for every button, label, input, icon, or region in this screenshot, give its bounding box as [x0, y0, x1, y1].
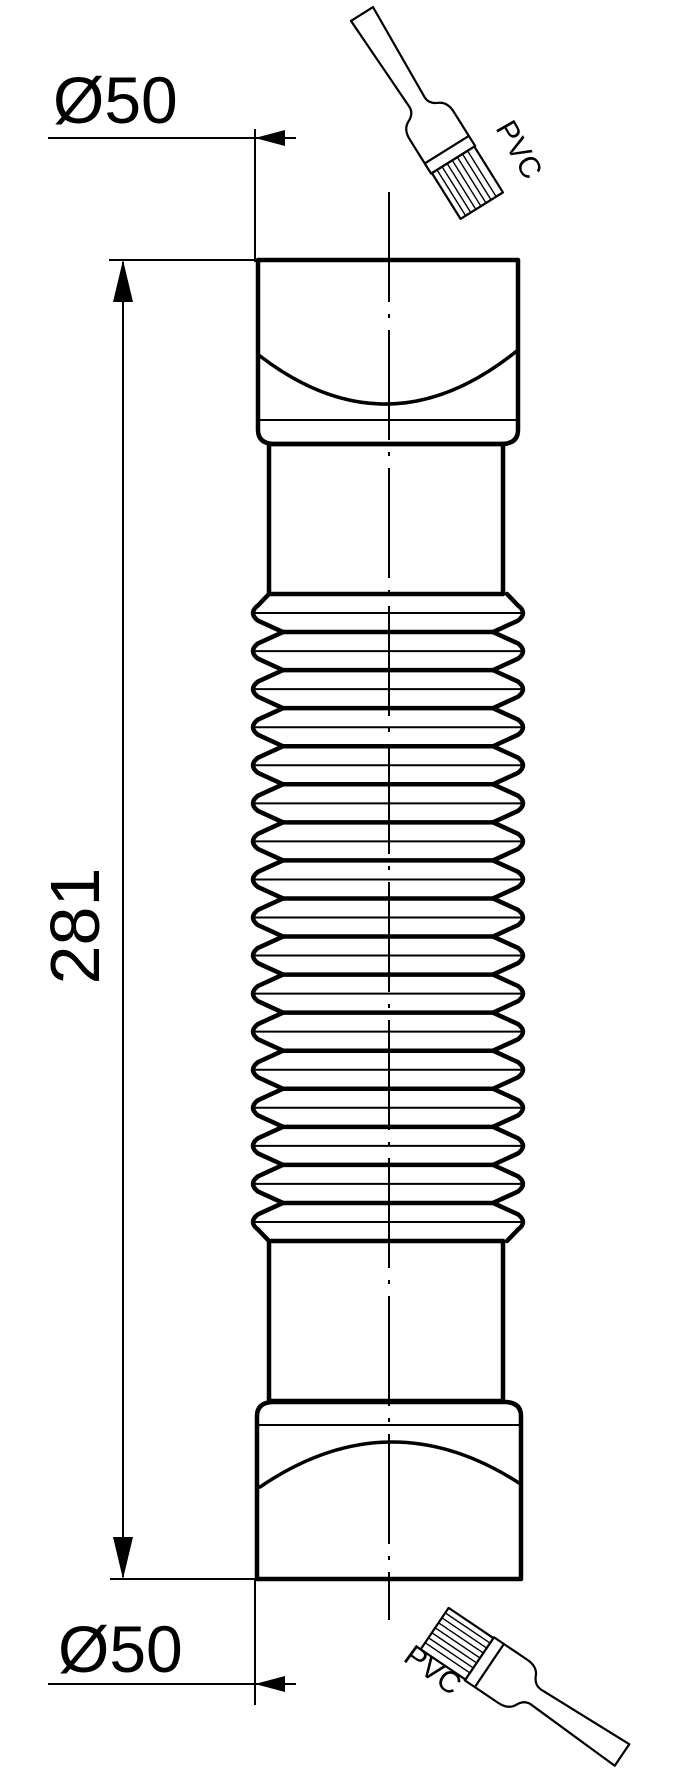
arrowhead-icon [113, 260, 133, 302]
socket-curve [258, 348, 520, 406]
bottom-glue-brush: PVC [398, 1605, 638, 1772]
socket-curve [258, 1440, 521, 1489]
corrugated-section [250, 591, 526, 1244]
top-glue-brush: PVC [338, 0, 548, 221]
arrowhead-icon [255, 1676, 285, 1692]
bottom-diameter-label: Ø50 [58, 1612, 183, 1686]
top-diameter-dimension: Ø50 [48, 63, 296, 262]
length-dimension: 281 [36, 259, 256, 1580]
bellows-outline [250, 591, 286, 1244]
arrowhead-icon [113, 1537, 133, 1579]
bellows-outline [490, 591, 526, 1244]
bottom-socket [254, 1399, 524, 1582]
brush-icon [338, 0, 505, 221]
arrowhead-icon [255, 130, 285, 146]
top-diameter-label: Ø50 [53, 63, 178, 137]
length-label: 281 [36, 868, 114, 985]
top-sleeve [266, 441, 506, 597]
top-brush-label: PVC [489, 115, 548, 185]
bottom-sleeve [266, 1238, 506, 1404]
bottom-diameter-dimension: Ø50 [48, 1579, 296, 1705]
